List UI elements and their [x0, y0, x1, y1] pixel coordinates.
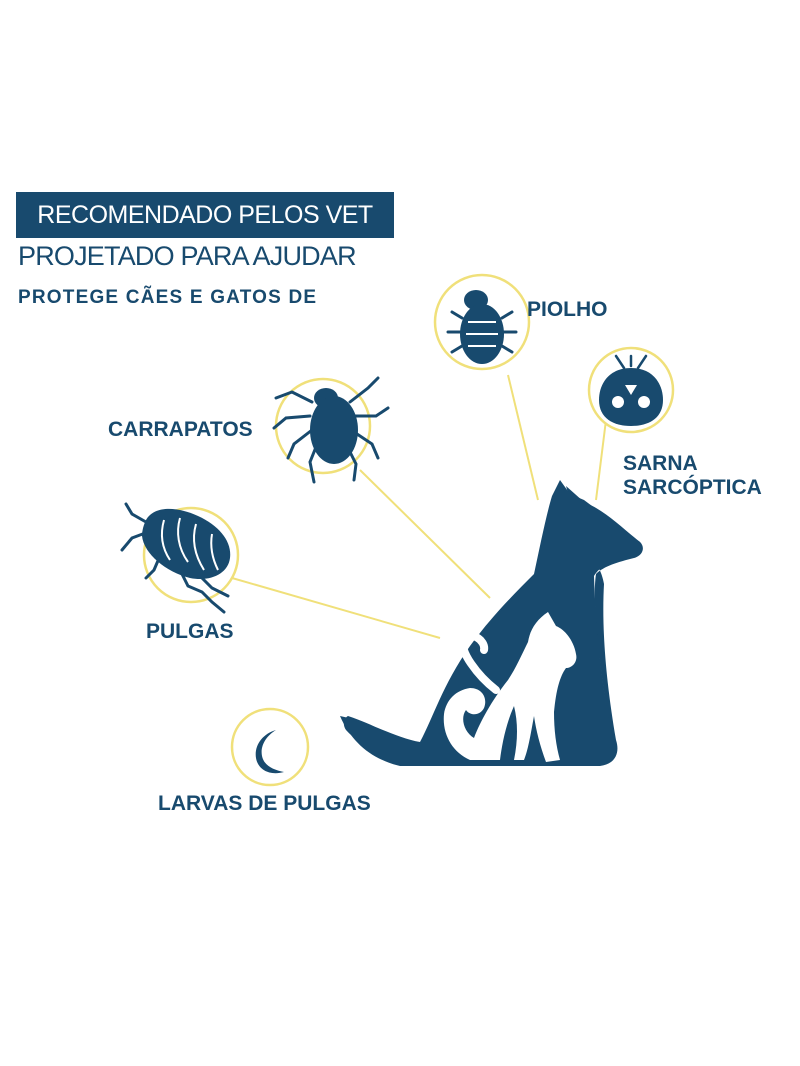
flea-icon — [120, 502, 231, 614]
connector-lines — [231, 374, 607, 639]
tick-icon — [272, 376, 390, 484]
label-sarna-line1: SARNA — [623, 452, 698, 475]
cat-silhouette — [443, 612, 577, 762]
dog-body — [340, 480, 643, 766]
label-sarna-line2: SARCÓPTICA — [623, 476, 762, 499]
subtitle: PROJETADO PARA AJUDAR — [18, 241, 357, 271]
mite-icon — [599, 354, 663, 426]
cat-tail — [458, 631, 500, 694]
label-larvas: LARVAS DE PULGAS — [158, 792, 371, 815]
label-piolho: PIOLHO — [527, 298, 608, 321]
label-pulgas: PULGAS — [146, 620, 234, 643]
label-carrapatos: CARRAPATOS — [108, 418, 253, 441]
recommended-banner: RECOMENDADO PELOS VET — [16, 192, 394, 238]
larva-icon — [255, 730, 284, 774]
louse-icon — [446, 290, 518, 364]
tagline: PROTEGE CÃES E GATOS DE — [18, 287, 318, 308]
